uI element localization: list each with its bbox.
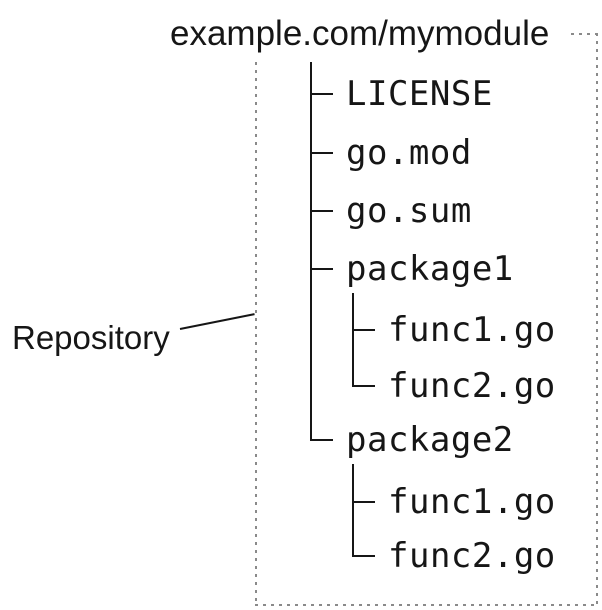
package2-subtree-line [352,464,354,557]
tree-item-license: LICENSE [346,74,493,114]
tree-item-package2-func1: func1.go [388,482,556,522]
tree-trunk-line [310,62,312,441]
repository-connector-line [179,313,255,330]
package1-subtree-line [352,293,354,387]
package1-branch-func2 [352,385,375,387]
tree-branch-package2 [310,439,333,441]
tree-branch-license [310,93,333,95]
tree-branch-gosum [310,210,333,212]
tree-item-gomod: go.mod [346,133,472,173]
tree-item-package2: package2 [346,420,514,460]
repository-boundary-left [255,62,257,606]
tree-item-gosum: go.sum [346,191,472,231]
tree-item-package2-func2: func2.go [388,536,556,576]
tree-item-package1: package1 [346,249,514,289]
package2-branch-func1 [352,501,375,503]
repository-boundary-bottom [255,604,598,606]
repository-boundary-top [563,33,598,35]
repository-label: Repository [12,319,170,356]
tree-branch-package1 [310,268,333,270]
package1-branch-func1 [352,329,375,331]
package2-branch-func2 [352,555,375,557]
repository-boundary-right [596,33,598,606]
tree-item-package1-func2: func2.go [388,366,556,406]
tree-branch-gomod [310,152,333,154]
tree-item-package1-func1: func1.go [388,310,556,350]
module-path-title: example.com/mymodule [170,12,570,56]
